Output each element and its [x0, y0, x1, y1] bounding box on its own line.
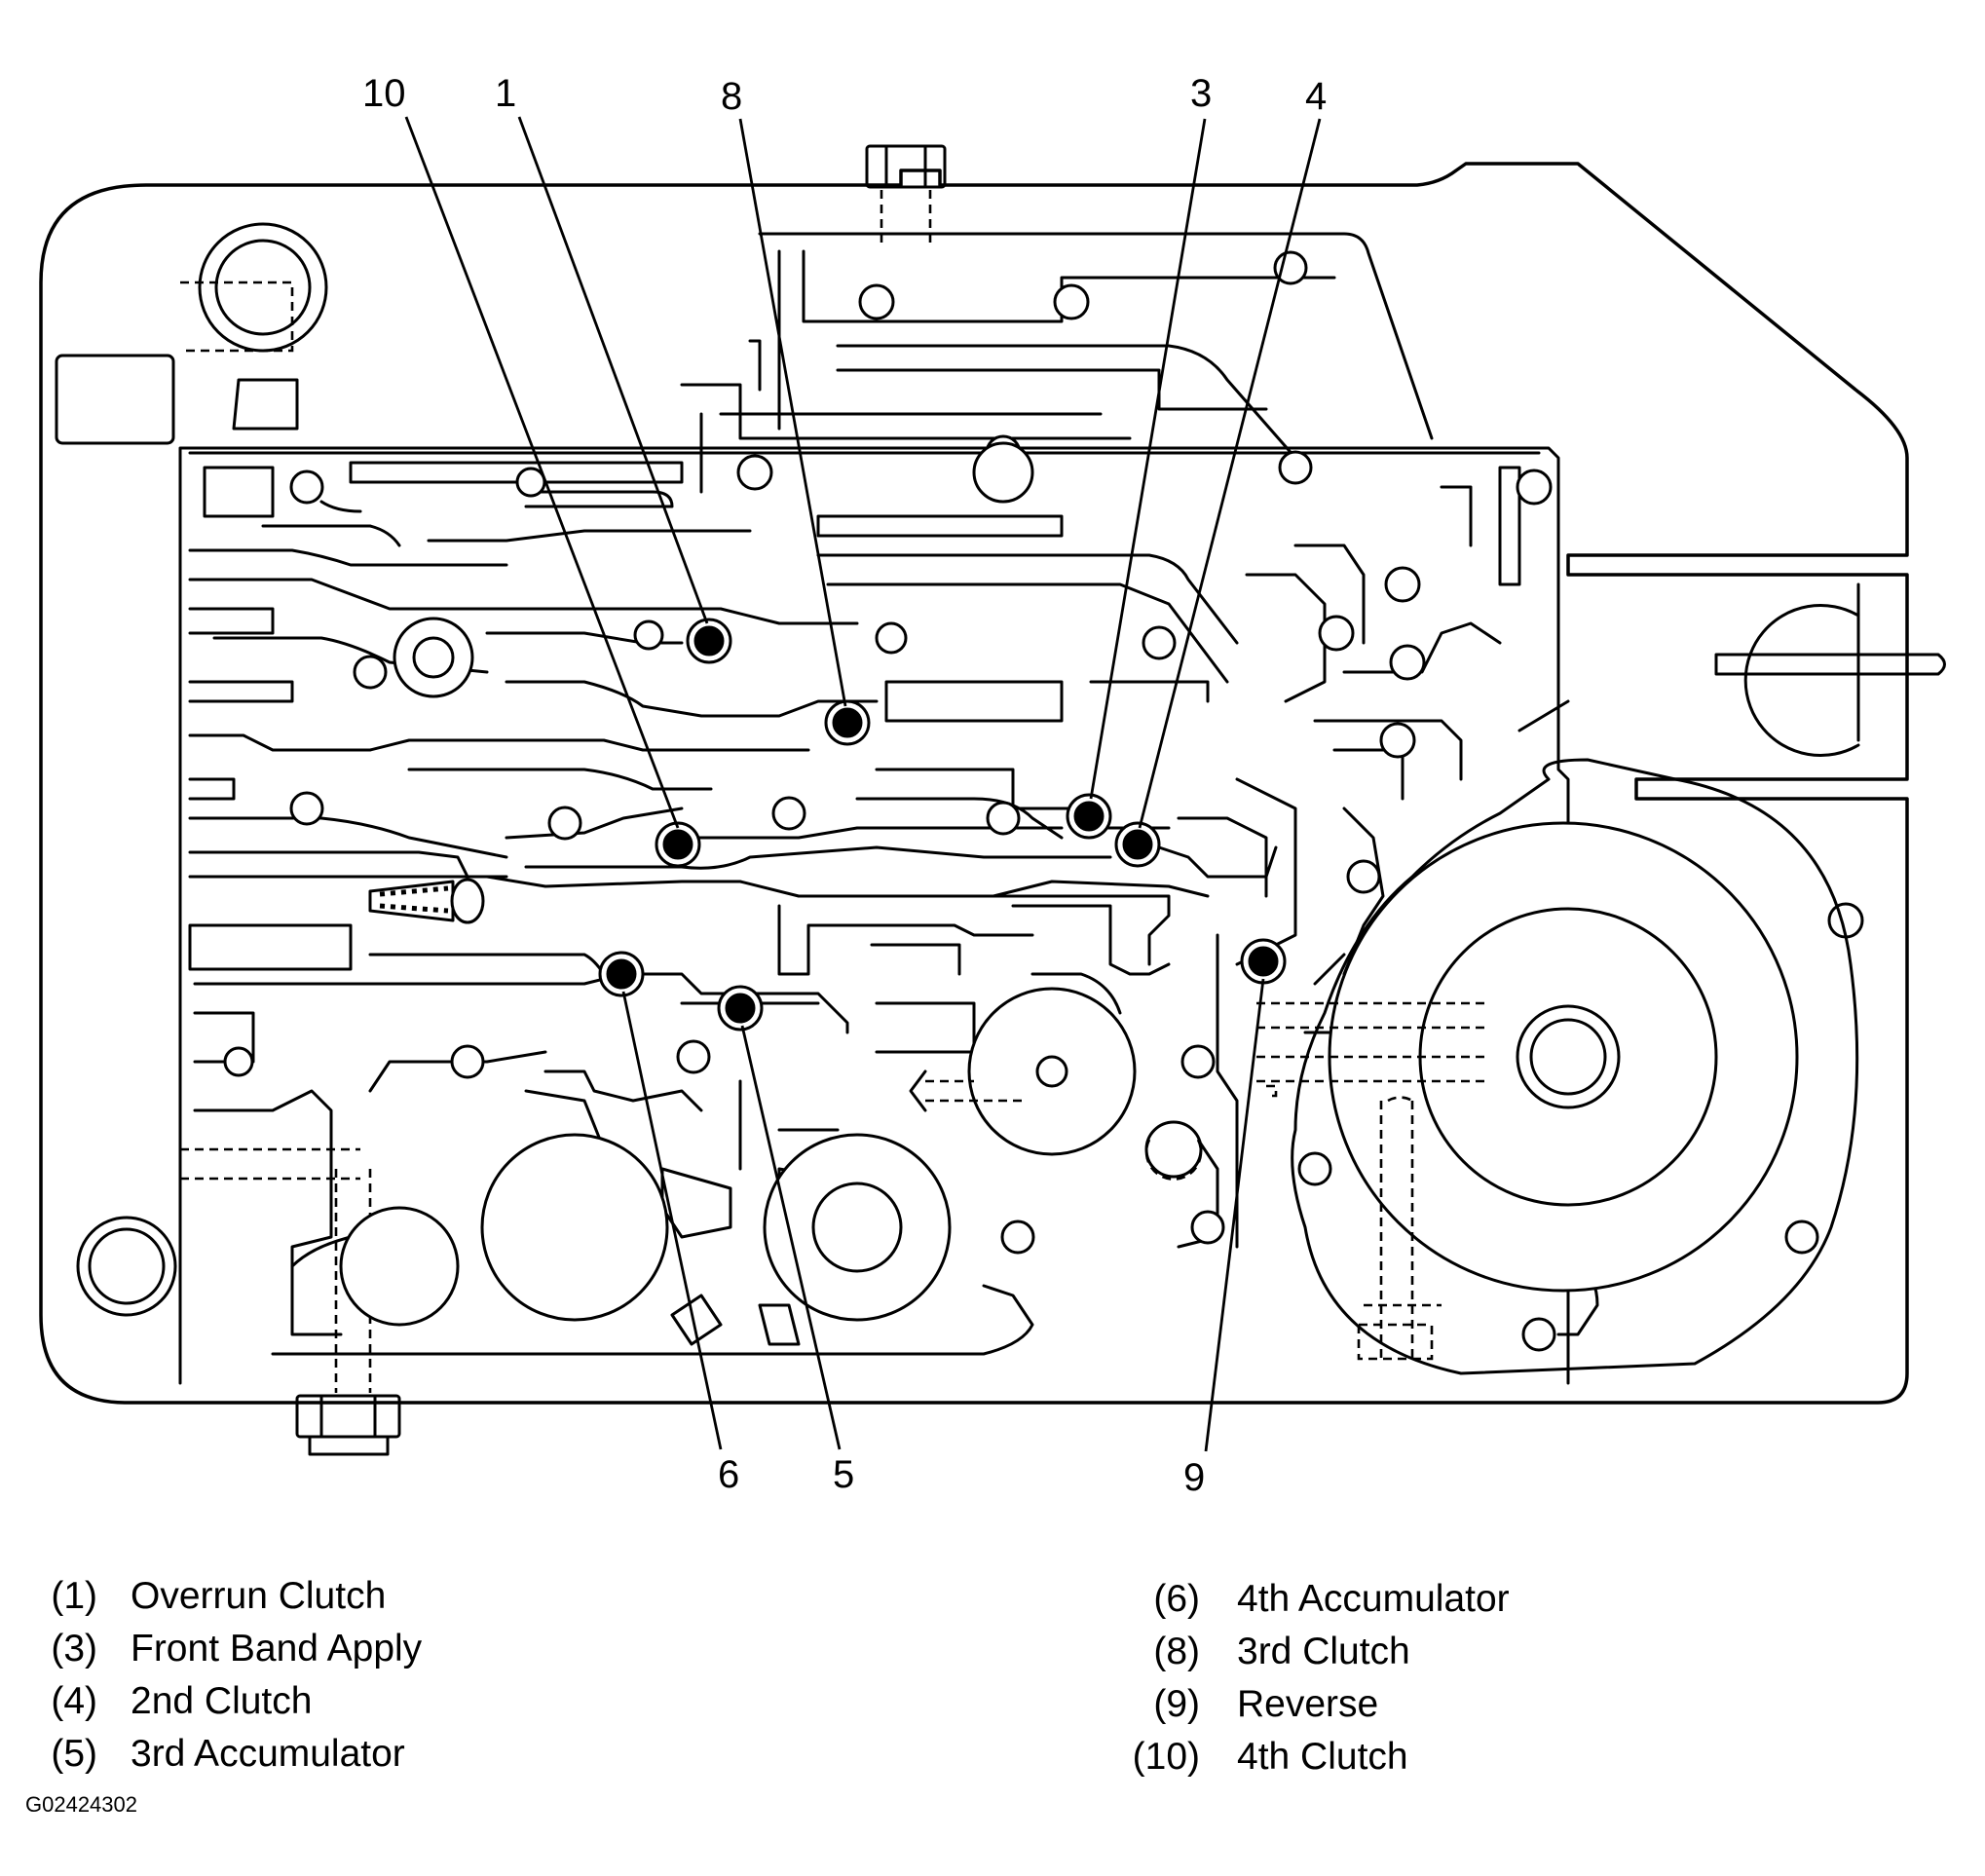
- upper-left-port-inner: [216, 241, 310, 334]
- check-ball-6: [600, 953, 643, 995]
- upper-left-block: [56, 356, 173, 443]
- callout-numbers: 10 1 8 3 4 6 5 9: [362, 72, 1327, 1499]
- check-balls: [600, 619, 1285, 1030]
- check-ball-1: [688, 619, 730, 662]
- check-ball-10: [656, 823, 699, 866]
- check-ball-4: [1116, 823, 1159, 866]
- callout-4: 4: [1305, 75, 1327, 118]
- callout-1: 1: [495, 72, 516, 115]
- check-ball-3: [1067, 795, 1110, 838]
- passage-holes: [225, 252, 1862, 1350]
- leader-lines: [406, 117, 1320, 1451]
- check-ball-9: [1242, 940, 1285, 983]
- check-ball-8: [826, 701, 869, 744]
- right-accumulator: [1256, 760, 1857, 1373]
- callout-8: 8: [721, 75, 742, 118]
- lower-left-port-inner: [90, 1229, 164, 1303]
- filter-screen: [370, 880, 483, 922]
- fluid-channels: [190, 234, 1597, 1354]
- callout-10: 10: [362, 72, 406, 115]
- callout-9: 9: [1183, 1456, 1205, 1499]
- valve-body-outline: [41, 164, 1907, 1403]
- callout-6: 6: [718, 1453, 739, 1496]
- right-side-lever: [1716, 584, 1945, 755]
- bottom-bolt: [297, 1169, 399, 1454]
- figure-id: G02424302: [25, 1792, 137, 1817]
- callout-3: 3: [1190, 72, 1212, 115]
- callout-5: 5: [833, 1453, 854, 1496]
- check-ball-5: [719, 987, 762, 1030]
- top-bolt: [867, 146, 945, 244]
- large-bores: [341, 443, 1201, 1325]
